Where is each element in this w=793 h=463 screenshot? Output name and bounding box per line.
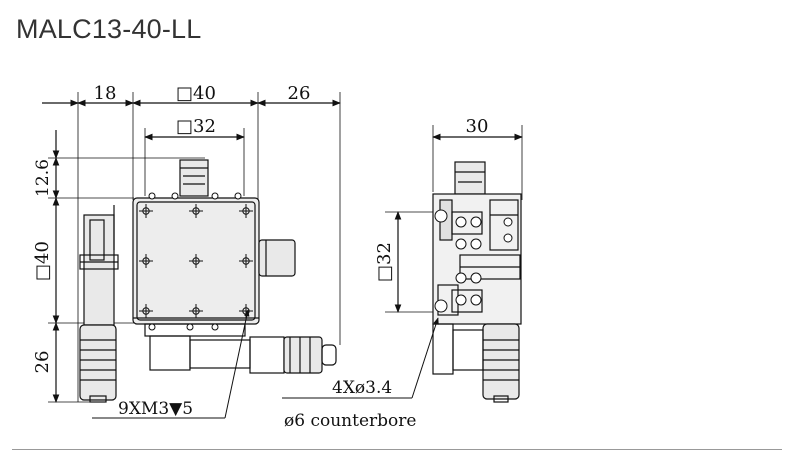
dim-top-inner: □32 bbox=[176, 116, 216, 137]
tapped-hole bbox=[139, 304, 153, 318]
side-screws bbox=[434, 209, 513, 313]
bore-count-callout: 4Xø3.4 bbox=[332, 378, 392, 398]
bottom-divider bbox=[12, 449, 782, 450]
dim-side-top: 30 bbox=[466, 116, 489, 137]
dim-top-right: 26 bbox=[288, 83, 311, 104]
dim-top-left: 18 bbox=[94, 83, 117, 104]
dim-side-height: □32 bbox=[374, 242, 395, 282]
page-title: MALC13-40-LL bbox=[16, 14, 202, 44]
dim-top-width: □40 bbox=[176, 83, 216, 104]
tapped-hole bbox=[239, 254, 253, 268]
leader-lines bbox=[92, 309, 439, 419]
tapped-hole bbox=[139, 254, 153, 268]
tapped-hole bbox=[189, 254, 203, 268]
front-view bbox=[42, 92, 341, 403]
bore-note-callout: ø6 counterbore bbox=[284, 411, 416, 431]
tapped-holes-callout: 9XM3▼5 bbox=[118, 399, 193, 419]
tapped-hole bbox=[139, 204, 153, 218]
dim-left-lower: 26 bbox=[32, 351, 53, 374]
tapped-hole bbox=[189, 204, 203, 218]
dim-left-upper: 12.6 bbox=[33, 159, 53, 197]
dim-left-middle: □40 bbox=[32, 241, 53, 281]
tapped-hole bbox=[239, 204, 253, 218]
tapped-hole bbox=[189, 304, 203, 318]
side-view bbox=[385, 125, 523, 403]
edge-screws bbox=[148, 192, 242, 331]
